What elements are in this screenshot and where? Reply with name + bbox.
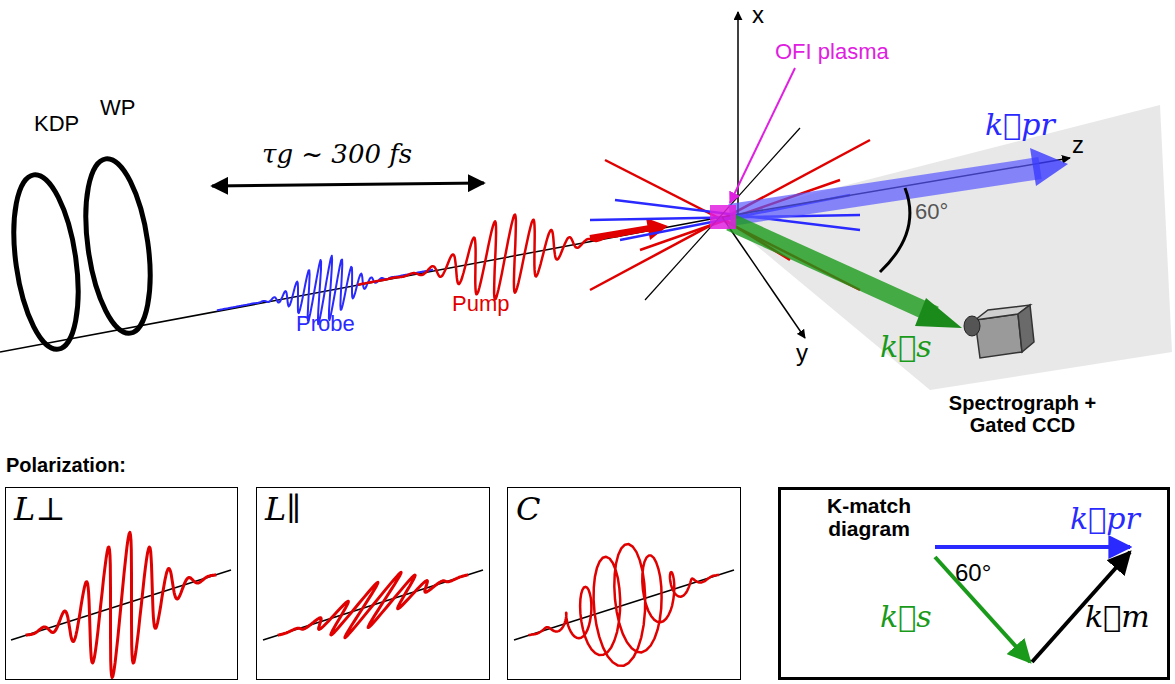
label: y bbox=[796, 340, 808, 366]
waveplate bbox=[76, 155, 160, 338]
kmatch-kpr bbox=[935, 545, 1130, 549]
kmatch-ks bbox=[935, 557, 1030, 662]
label: k⃗s bbox=[880, 600, 932, 633]
label: z bbox=[1072, 132, 1084, 158]
label: Pump bbox=[452, 292, 509, 316]
wave bbox=[278, 572, 468, 637]
probe-beam-head bbox=[1030, 148, 1068, 186]
wave bbox=[529, 544, 720, 666]
z-axis bbox=[722, 158, 1070, 217]
panel-axis bbox=[263, 570, 483, 640]
kdp-crystal bbox=[4, 171, 88, 354]
box-heading: K-match diagram bbox=[801, 490, 937, 544]
label: k⃗m bbox=[1085, 600, 1150, 633]
kmatch-box: K-match diagram bbox=[778, 487, 1170, 680]
label: 60° bbox=[955, 560, 991, 586]
wave bbox=[26, 532, 217, 677]
signal-beam-head bbox=[915, 298, 962, 328]
polarization-label: L∥ bbox=[257, 488, 489, 531]
wave-packets bbox=[11, 215, 734, 678]
label: Spectrograph + Gated CCD bbox=[930, 392, 1115, 436]
label: Probe bbox=[296, 312, 355, 336]
probe-beam bbox=[730, 168, 1040, 215]
panel-axis bbox=[514, 570, 734, 640]
wave bbox=[358, 215, 653, 300]
scattering-plane bbox=[722, 105, 1172, 390]
polarization-label: C bbox=[508, 488, 740, 531]
label: 60° bbox=[915, 200, 948, 224]
polarization-label: L⊥ bbox=[6, 488, 237, 531]
label: WP bbox=[100, 96, 135, 120]
delay-arrow bbox=[212, 183, 484, 186]
polarization-panel: L∥ bbox=[256, 487, 490, 680]
label: τg ~ 300 fs bbox=[262, 140, 412, 169]
polarization-panel: L⊥ bbox=[5, 487, 238, 680]
camera-icon bbox=[964, 305, 1034, 358]
plasma-leader bbox=[730, 68, 795, 203]
label: k⃗pr bbox=[1070, 502, 1140, 535]
label: Polarization: bbox=[6, 454, 126, 476]
label: k⃗s bbox=[880, 330, 932, 363]
polarization-panel: C bbox=[507, 487, 741, 680]
angle-arc bbox=[880, 188, 910, 272]
ofi-plasma bbox=[710, 205, 736, 229]
label: KDP bbox=[34, 112, 79, 136]
label: x bbox=[752, 2, 764, 28]
label: k⃗pr bbox=[985, 108, 1055, 141]
label: OFI plasma bbox=[775, 40, 889, 64]
